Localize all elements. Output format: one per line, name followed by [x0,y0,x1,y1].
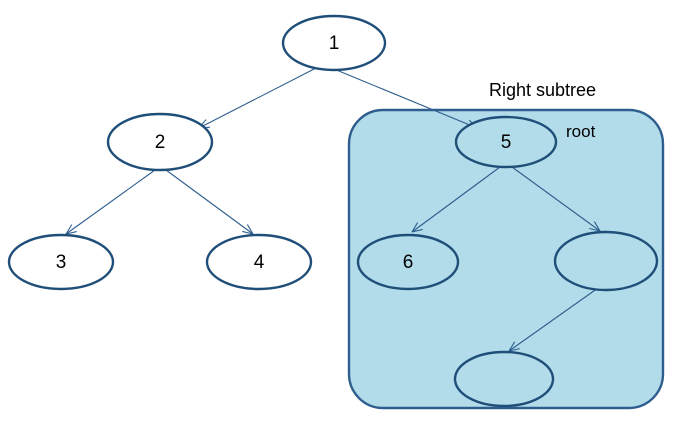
node-ellipse[interactable] [106,112,214,172]
node-ellipse[interactable] [454,115,558,169]
tree-node-2[interactable]: 2 [106,112,214,172]
arrowhead-barb [589,227,601,232]
root-label: root [566,122,596,141]
arrowhead-barb [508,348,520,352]
arrowhead-barb [242,230,254,235]
edge-n5-to-n7 [511,166,601,232]
tree-node-3[interactable]: 3 [7,233,115,291]
edge-line [198,66,319,129]
node-ellipse[interactable] [7,233,115,291]
node-label: 6 [403,252,414,273]
arrowhead-barb [246,224,254,235]
arrowhead-barb [65,231,77,235]
tree-node-1[interactable]: 1 [281,14,387,72]
arrowhead-barb [508,341,516,352]
node-label: 1 [329,33,340,54]
node-ellipse[interactable] [553,230,659,292]
tree-node-n8[interactable] [453,350,555,408]
edge-line [165,169,254,235]
node-ellipse[interactable] [281,14,387,72]
node-label: 2 [155,132,166,153]
right-subtree-region[interactable] [347,108,665,410]
edge-n1-to-n2 [198,66,319,129]
tree-node-6[interactable]: 6 [356,233,460,291]
nodes-group: 1 2 3 4 5 6 [7,14,659,408]
edge-n2-to-n4 [165,169,254,235]
edge-line [411,166,501,233]
arrowhead-barb [411,228,423,233]
edge-n2-to-n3 [65,169,156,235]
tree-node-n7[interactable] [553,230,659,292]
node-ellipse[interactable] [453,350,555,408]
node-label: 5 [501,132,512,153]
edge-line [65,169,156,235]
node-ellipse[interactable] [205,233,313,291]
node-label: 4 [254,252,265,273]
arrowhead-barb [593,221,601,232]
edge-n7-to-n8 [508,287,599,352]
arrowhead-barb [65,224,73,235]
arrowhead-barb [411,222,419,233]
node-label: 3 [56,252,67,273]
edge-n5-to-n6 [411,166,501,233]
tree-node-4[interactable]: 4 [205,233,313,291]
edge-line [508,287,599,352]
tree-node-5[interactable]: 5 [454,115,558,169]
edge-line [333,68,478,129]
edge-line [511,166,601,232]
right-subtree-label: Right subtree [489,80,596,100]
node-ellipse[interactable] [356,233,460,291]
